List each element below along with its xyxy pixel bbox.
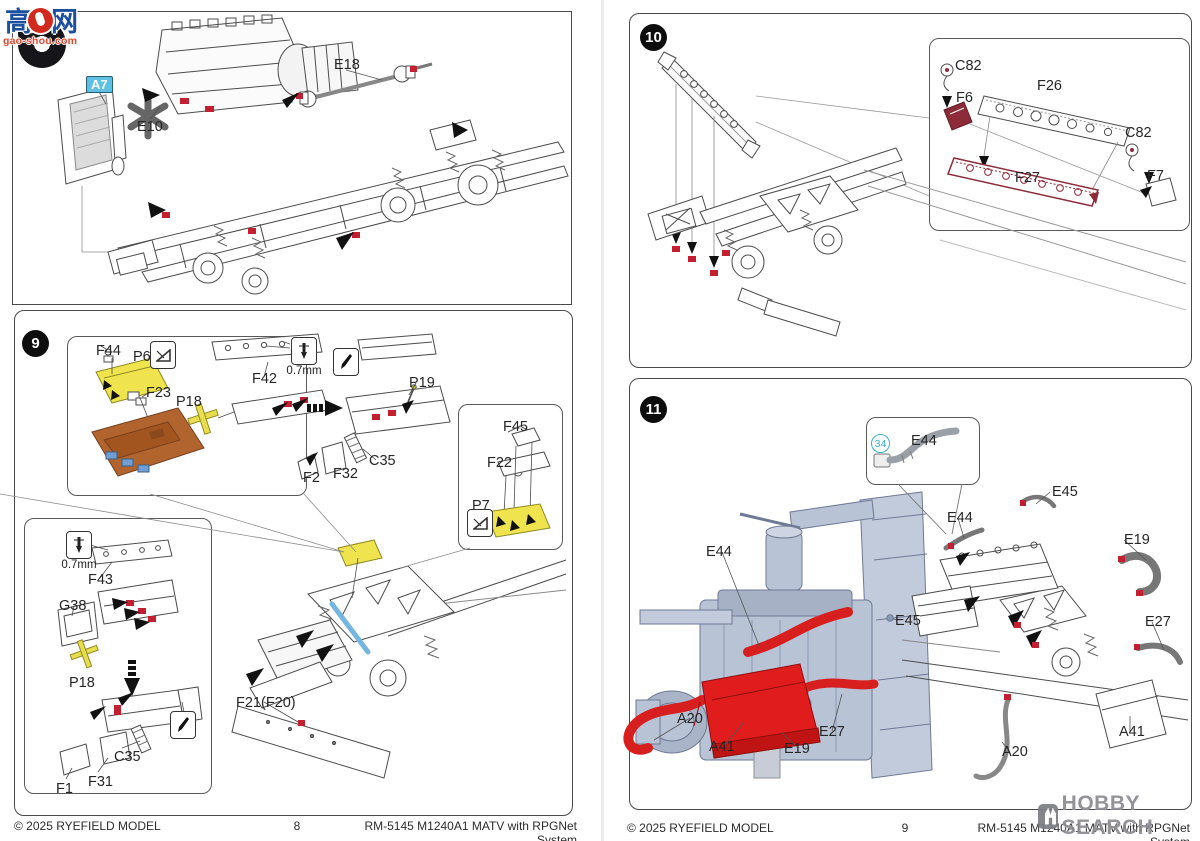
part-label-e18: E18 xyxy=(334,57,360,73)
part-label-p6: P6 xyxy=(133,349,151,365)
part-label-c82: C82 xyxy=(955,58,982,74)
part-label-f23: F23 xyxy=(146,385,171,401)
footer-copyright-right: © 2025 RYEFIELD MODEL xyxy=(627,821,774,835)
footer-page-number-left: 8 xyxy=(293,819,301,833)
step11-hose-subbox-drawing xyxy=(873,427,963,535)
part-label-e44: E44 xyxy=(706,544,732,560)
part-label-f2: F2 xyxy=(303,470,320,486)
part-label-e44: E44 xyxy=(911,433,937,449)
part-label-a20: A20 xyxy=(677,711,703,727)
step9-bracket-subassembly-drawing xyxy=(485,425,551,538)
step9-crossmember-drawing xyxy=(187,382,451,480)
part-label-e19: E19 xyxy=(784,741,810,757)
step9-chassis-drawing xyxy=(0,493,567,779)
arrow-right-icon xyxy=(307,400,343,421)
bend-icon xyxy=(467,509,493,537)
part-label-a20: A20 xyxy=(1002,744,1028,760)
step-badge-9: 9 xyxy=(22,330,49,357)
part-label-g38: G38 xyxy=(59,598,87,614)
watermark-domain: gao-shou.com xyxy=(3,35,78,47)
drill-size-label: 0.7mm xyxy=(61,559,97,571)
part-label-f26: F26 xyxy=(1037,78,1062,94)
step-badge-10: 10 xyxy=(640,24,667,51)
step9-bumper-subassembly-drawing xyxy=(57,539,203,780)
part-label-f7: F7 xyxy=(1147,168,1164,184)
step10-chassis-drawing xyxy=(647,147,1187,337)
hobbysearch-text: HOBBY SEARCH xyxy=(1061,792,1154,839)
step9-panel xyxy=(14,310,573,816)
step11-chassis-lineart-drawing xyxy=(901,491,1189,780)
part-label-e19: E19 xyxy=(1124,532,1150,548)
part-label-f21-f20-: F21(F20) xyxy=(236,695,296,711)
footer-kit-name-right: RM-5145 M1240A1 MATV with RPGNet System xyxy=(977,821,1190,841)
hobbysearch-logo-icon xyxy=(1038,803,1058,829)
glue-icon xyxy=(170,711,196,739)
step10-panel xyxy=(629,13,1192,368)
subassembly-ref-34: 34 xyxy=(871,434,890,453)
watermark-char-right: 网 xyxy=(51,7,78,37)
step9-floor-subassembly-drawing xyxy=(91,345,205,477)
drill-icon: 0.7mm xyxy=(61,531,97,571)
step8-chassis-drawing xyxy=(107,119,569,295)
step8-radiator-drawing xyxy=(57,85,127,253)
part-label-e44: E44 xyxy=(947,510,973,526)
part-label-f42: F42 xyxy=(252,371,277,387)
bend-icon xyxy=(150,341,176,369)
part-label-f45: F45 xyxy=(503,419,528,435)
gear-thumb-icon xyxy=(28,8,53,33)
part-label-a41: A41 xyxy=(1119,724,1145,740)
step9-bumper-subbox xyxy=(24,518,212,794)
step11-hose-subbox xyxy=(866,417,980,485)
arrow-down-icon xyxy=(124,660,140,701)
part-label-p19: P19 xyxy=(409,375,435,391)
step10-rail-subassembly-drawing xyxy=(940,63,1177,207)
step-badge-11: 11 xyxy=(640,396,667,423)
step8-engine-drawing xyxy=(142,14,359,115)
part-label-f43: F43 xyxy=(88,572,113,588)
part-label-f32: F32 xyxy=(333,466,358,482)
step8-fan-drawing xyxy=(127,92,169,140)
gaoshou-watermark: 高 网 gao-shou.com xyxy=(2,4,94,70)
step8-panel xyxy=(12,11,572,305)
part-label-p18: P18 xyxy=(69,675,95,691)
part-label-f22: F22 xyxy=(487,455,512,471)
step10-rail-install-drawing xyxy=(657,51,930,276)
footer-page-number-right: 9 xyxy=(901,821,909,835)
part-label-e45: E45 xyxy=(1052,484,1078,500)
part-label-e45: E45 xyxy=(895,613,921,629)
part-label-f1: F1 xyxy=(56,781,73,797)
step11-panel xyxy=(629,378,1192,810)
step11-red-parts-drawing xyxy=(623,551,879,759)
step10-rail-subbox xyxy=(929,38,1190,231)
drill-size-label: 0.7mm xyxy=(286,365,322,377)
part-label-e27: E27 xyxy=(1145,614,1171,630)
part-label-e27: E27 xyxy=(819,724,845,740)
hobbysearch-watermark: HOBBY SEARCH xyxy=(1038,792,1200,840)
part-label-f27: F27 xyxy=(1015,170,1040,186)
part-label-e10: E10 xyxy=(137,119,163,135)
part-label-c35: C35 xyxy=(369,453,396,469)
part-label-p18: P18 xyxy=(176,394,202,410)
drill-icon: 0.7mm xyxy=(286,337,322,377)
part-label-a41: A41 xyxy=(709,739,735,755)
part-label-c35: C35 xyxy=(114,749,141,765)
footer-kit-name-left: RM-5145 M1240A1 MATV with RPGNet System xyxy=(364,819,577,841)
footer-copyright-left: © 2025 RYEFIELD MODEL xyxy=(14,819,161,833)
page-seam xyxy=(601,0,604,841)
part-callout-a7: A7 xyxy=(86,76,113,93)
part-label-f6: F6 xyxy=(956,90,973,106)
part-label-c82: C82 xyxy=(1125,125,1152,141)
part-label-f31: F31 xyxy=(88,774,113,790)
part-label-f44: F44 xyxy=(96,343,121,359)
glue-icon xyxy=(333,348,359,376)
step8-driveshaft-drawing xyxy=(282,62,433,108)
step9-floor-subbox xyxy=(67,336,307,496)
step9-bracket-subbox xyxy=(458,404,563,550)
